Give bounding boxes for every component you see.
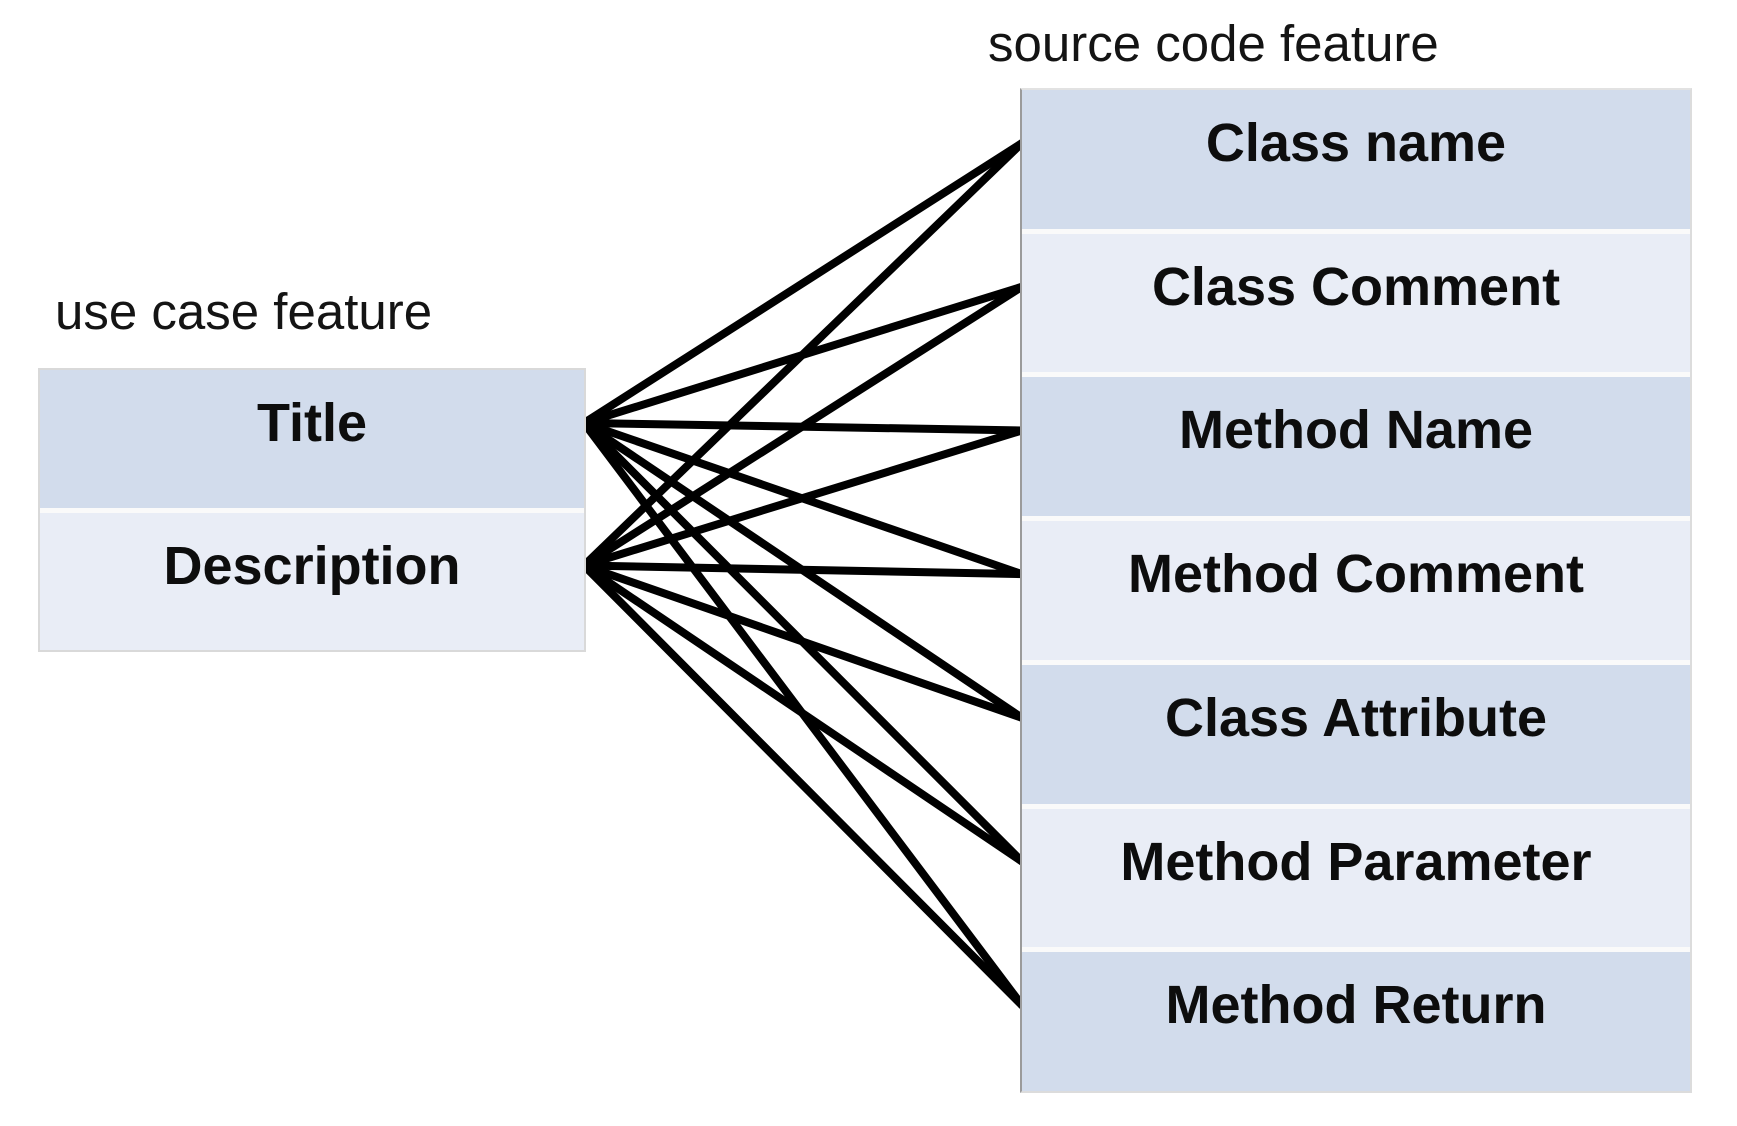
source-code-feature-table: Class name Class Comment Method Name Met…	[1020, 88, 1692, 1093]
table-row-method-parameter: Method Parameter	[1022, 808, 1690, 953]
mapping-line-description-to-method-return	[580, 561, 1026, 1010]
table-row-method-return: Method Return	[1022, 952, 1690, 1092]
table-row-class-name: Class name	[1022, 90, 1690, 234]
mapping-line-description-to-method-comment	[580, 561, 1026, 579]
mapping-line-description-to-class-name	[580, 139, 1026, 570]
use-case-feature-heading: use case feature	[55, 283, 433, 340]
mapping-line-description-to-class-attribute	[580, 561, 1026, 722]
table-row-class-comment: Class Comment	[1022, 233, 1690, 378]
row-label: Class Attribute	[1164, 687, 1548, 748]
mapping-line-description-to-method-parameter	[580, 561, 1026, 866]
mapping-line-description-to-class-comment	[580, 282, 1026, 570]
table-row-class-attribute: Class Attribute	[1022, 664, 1690, 809]
use-case-feature-table: Title Description	[38, 368, 586, 652]
table-row-method-comment: Method Comment	[1022, 521, 1690, 665]
row-label: Class Comment	[1151, 256, 1561, 317]
row-label: Class name	[1205, 113, 1507, 173]
row-label: Method Comment	[1128, 544, 1584, 605]
row-label: Method Name	[1178, 400, 1534, 461]
row-label: Method Parameter	[1120, 831, 1592, 892]
row-label: Title	[256, 393, 368, 453]
table-row-method-name: Method Name	[1022, 377, 1690, 522]
source-code-feature-heading: source code feature	[988, 15, 1439, 72]
table-row-title: Title	[40, 370, 584, 513]
row-label: Description	[163, 535, 461, 596]
mapping-line-description-to-method-name	[580, 426, 1026, 570]
mapping-line-title-to-class-name	[580, 139, 1026, 427]
row-label: Method Return	[1165, 975, 1547, 1036]
table-row-description: Description	[40, 512, 584, 650]
